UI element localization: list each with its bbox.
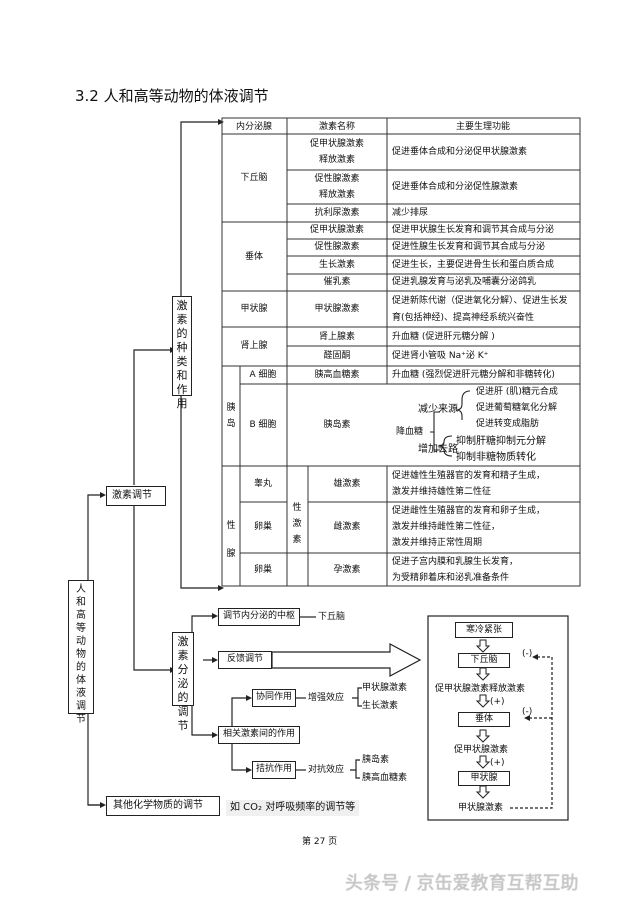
other-chemical-example: 如 CO₂ 对呼吸频率的调节等 (226, 800, 360, 816)
function-gth: 促进性腺生长发育和调节其合成与分泌 (392, 242, 546, 252)
insulin-increase-outlet: 增加去路 (418, 444, 458, 455)
function-prl: 促进乳腺发育与泌乳及哺囊分泌鸽乳 (392, 277, 537, 287)
synergy-box: 协同作用 (252, 689, 296, 707)
hormone-gnrh-2: 释放激素 (318, 190, 356, 200)
insulin-outlet-2: 促进葡萄糖氧化分解 (476, 403, 558, 413)
function-epinephrine: 升血糖 (促进肝元糖分解 ) (392, 332, 495, 342)
synergy-item-2: 生长激素 (362, 701, 399, 711)
gland-pituitary: 垂体 (244, 252, 264, 262)
root-label: 人和高等动物的体液调节 (76, 584, 86, 725)
hormone-gth: 促性腺激素 (314, 242, 360, 252)
hormone-aldosterone: 醛固酮 (323, 351, 351, 361)
section-heading: 3.2 人和高等动物的体液调节 (75, 87, 269, 105)
hormone-insulin: 胰岛素 (323, 420, 351, 430)
types-box: 激素的种类和作用 (172, 296, 192, 410)
function-tsh: 促进甲状腺生长发育和调节其合成与分泌 (392, 225, 555, 235)
stimulus-box: 寒冷紧张 (455, 622, 513, 638)
function-trh: 促进垂体合成和分泌促甲状腺激素 (392, 147, 528, 157)
synergy-effect: 增强效应 (308, 693, 345, 703)
hormone-glucagon: 胰高血糖素 (314, 370, 360, 380)
gland-pancreas: 胰岛 (226, 403, 236, 429)
insulin-source-1: 抑制肝糖抑制元分解 (456, 436, 546, 447)
table-header-function: 主要生理功能 (455, 122, 511, 132)
gland-hypothalamus: 下丘脑 (240, 173, 268, 183)
interaction-box: 相关激素间的作用 (218, 726, 300, 744)
center-box: 调节内分泌的中枢 (218, 608, 300, 626)
types-label: 激素的种类和作用 (176, 299, 188, 410)
function-progesterone-2: 为受精卵着床和泌乳准备条件 (392, 573, 510, 583)
function-estrogen-1: 促进雌性生殖器官的发育和卵子生成， (392, 506, 546, 516)
th-label: 甲状腺激素 (458, 803, 504, 813)
center-value: 下丘脑 (318, 612, 346, 622)
function-th-2: 育(包括神经)、提高神经系统兴奋性 (392, 313, 535, 323)
page-number: 第 27 页 (302, 837, 338, 847)
insulin-source-2: 抑制非糖物质转化 (456, 452, 536, 463)
table-header-hormone: 激素名称 (318, 122, 356, 132)
sex-hormone-category: 性激素 (292, 503, 302, 545)
organ-ovary-2: 卵巢 (253, 565, 273, 575)
hypothalamus-box: 下丘脑 (458, 653, 510, 668)
secretion-label: 激素分泌的调节 (177, 635, 189, 732)
thyroid-box: 甲状腺 (458, 771, 510, 786)
other-chemical-label: 其他化学物质的调节 (113, 800, 203, 811)
trh-label: 促甲状腺激素释放激素 (435, 684, 526, 694)
hormone-gnrh-1: 促性腺激素 (314, 174, 360, 184)
function-glucagon: 升血糖 (强烈促进肝元糖分解和非糖转化) (392, 370, 555, 380)
organ-testis: 睾丸 (253, 479, 273, 489)
feedback-box: 反馈调节 (218, 651, 272, 669)
gland-adrenal: 肾上腺 (240, 341, 268, 351)
insulin-reduce-source: 减少来源 (418, 404, 458, 415)
hormone-estrogen: 雌激素 (333, 522, 361, 532)
function-adh: 减少排尿 (392, 208, 429, 218)
insulin-outlet-3: 促进转变成脂肪 (476, 419, 540, 429)
minus-sign-1: (-) (522, 649, 533, 659)
organ-ovary-1: 卵巢 (253, 522, 273, 532)
table-header-gland: 内分泌腺 (235, 122, 273, 132)
function-th-1: 促进新陈代谢（促进氧化分解）、促进生长发 (392, 296, 568, 306)
function-gh: 促进生长，主要促进骨生长和蛋白质合成 (392, 260, 555, 270)
hormone-tsh: 促甲状腺激素 (309, 225, 365, 235)
tsh-label: 促甲状腺激素 (454, 745, 509, 755)
hormone-regulation-label: 激素调节 (112, 490, 152, 501)
antagonism-item-2: 胰高血糖素 (362, 773, 408, 783)
hormone-trh-2: 释放激素 (318, 155, 356, 165)
hormone-trh-1: 促甲状腺激素 (309, 139, 365, 149)
hormone-androgen: 雄激素 (333, 479, 361, 489)
antagonism-effect: 对抗效应 (308, 765, 345, 775)
gland-thyroid: 甲状腺 (240, 304, 268, 314)
pancreas-a-cell: A 细胞 (249, 370, 277, 380)
root-box: 人和高等动物的体液调节 (68, 580, 94, 725)
feedback-big-arrow (271, 643, 422, 677)
function-aldosterone: 促进肾小管吸 Na⁺泌 K⁺ (392, 351, 489, 361)
hormone-adh: 抗利尿激素 (314, 208, 360, 218)
hormone-th: 甲状腺激素 (314, 304, 360, 314)
hormone-prl: 催乳素 (323, 277, 351, 287)
hormone-epinephrine: 肾上腺素 (318, 332, 356, 342)
hormone-regulation-box: 激素调节 (106, 486, 166, 506)
function-estrogen-2: 激发并维持雌性第二性征， (392, 522, 501, 532)
antagonism-item-1: 胰岛素 (362, 755, 390, 765)
insulin-outlet-1: 促进肝 (肌)糖元合成 (476, 387, 558, 397)
hormone-progesterone: 孕激素 (333, 565, 361, 575)
function-androgen-2: 激发并维持雄性第二性征 (392, 487, 492, 497)
insulin-lower-glucose: 降血糖 (396, 427, 424, 437)
synergy-item-1: 甲状腺激素 (362, 683, 408, 693)
plus-sign-2: (+) (490, 758, 505, 768)
function-gnrh: 促进垂体合成和分泌促性腺激素 (392, 182, 519, 192)
function-androgen-1: 促进雄性生殖器官的发育和精子生成， (392, 471, 546, 481)
other-chemical-box: 其他化学物质的调节 (106, 796, 220, 816)
watermark: 头条号 / 京缶爱教育互帮互助 (345, 873, 579, 894)
antagonism-box: 拮抗作用 (252, 761, 296, 779)
secretion-box: 激素分泌的调节 (172, 632, 194, 732)
pancreas-b-cell: B 细胞 (249, 420, 277, 430)
plus-sign-1: (+) (490, 697, 505, 707)
hormone-gh: 生长激素 (318, 260, 356, 270)
gland-gonads: 性腺 (226, 521, 236, 559)
pituitary-box: 垂体 (458, 712, 510, 727)
function-progesterone-1: 促进子宫内膜和乳腺生长发育， (392, 557, 519, 567)
minus-sign-2: (-) (522, 707, 533, 717)
function-estrogen-3: 激发并维持正常性周期 (392, 538, 483, 548)
